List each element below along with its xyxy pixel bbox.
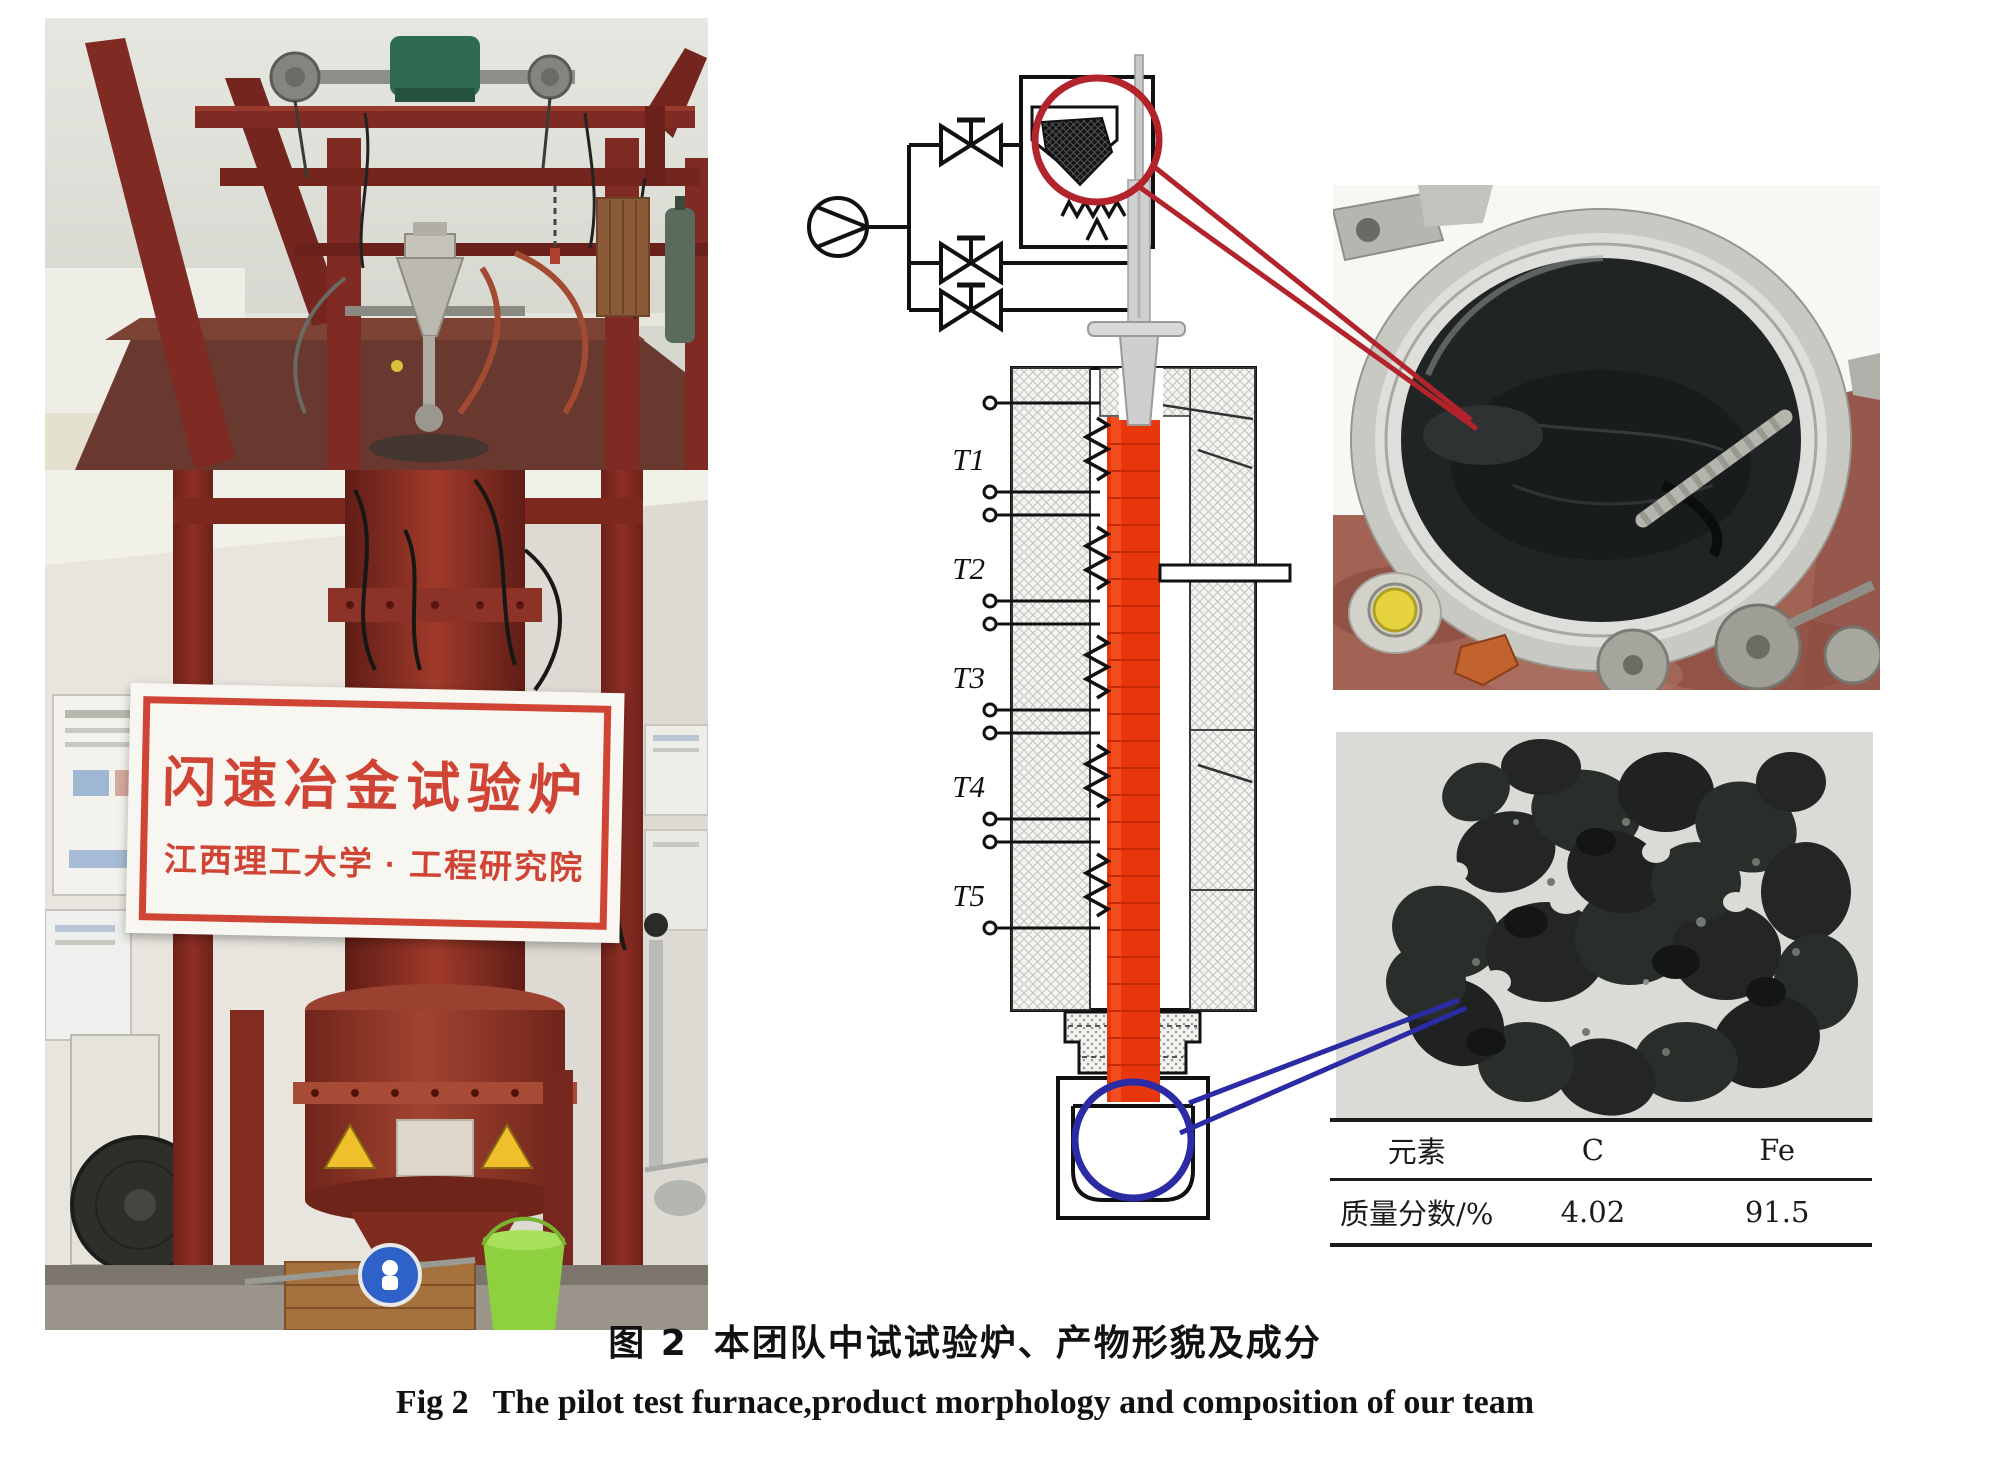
crucible	[1071, 1106, 1195, 1202]
figure-title-en: The pilot test furnace,product morpholog…	[492, 1384, 1535, 1421]
melt-crucible-photo-scene	[1333, 185, 1880, 690]
gas-manifold-lines	[867, 143, 1128, 312]
composition-table: 元素 C Fe 质量分数/% 4.02 91.5	[1330, 1118, 1872, 1247]
temperature-label-t1: T1	[952, 442, 985, 477]
valve-icon	[939, 282, 1003, 333]
furnace-right-wall	[1189, 367, 1256, 1011]
table-row: 质量分数/% 4.02 91.5	[1330, 1181, 1872, 1243]
table-cell-mass-fraction-label: 质量分数/%	[1340, 1197, 1494, 1231]
banner-subtitle: 江西理工大学 · 工程研究院	[163, 840, 585, 886]
warning-triangle-icon	[323, 1123, 377, 1169]
table-header-element: 元素	[1387, 1135, 1446, 1169]
banner-title: 闪速冶金试验炉	[161, 752, 590, 821]
figure-caption-zh: 图 2 本团队中试试验炉、产物形貌及成分	[0, 1314, 1930, 1366]
temperature-label-t4: T4	[952, 769, 985, 804]
feed-cyclone	[395, 257, 465, 337]
photo-product-morphology	[1336, 732, 1873, 1122]
photo-melt-crucible	[1333, 185, 1880, 690]
furnace-left-wall	[1011, 367, 1091, 1011]
photo-pilot-furnace-column: 闪速冶金试验炉 江西理工大学 · 工程研究院	[45, 470, 708, 1330]
gas-cylinder	[665, 208, 695, 343]
figure-number-en: Fig 2	[395, 1384, 469, 1421]
reaction-tube	[1107, 417, 1160, 1102]
temperature-label-t2: T2	[952, 551, 985, 586]
green-bucket	[483, 1240, 565, 1330]
temperature-label-t3: T3	[952, 660, 985, 695]
product-cluster	[1336, 739, 1858, 1116]
figure-number-zh: 图 2	[608, 1323, 688, 1364]
furnace-schematic-diagram: T1 T2 T3 T4 T5	[807, 54, 1292, 1220]
banner-frame: 闪速冶金试验炉 江西理工大学 · 工程研究院	[138, 696, 612, 930]
pump-icon	[807, 196, 869, 258]
furnace-top-photo-scene	[45, 18, 708, 470]
photo-furnace-top-platform	[45, 18, 708, 470]
figure-caption-en: Fig 2 The pilot test furnace,product morp…	[0, 1384, 1930, 1422]
product-photo-scene	[1336, 732, 1873, 1122]
thermocouple-probes	[982, 395, 1100, 936]
valve-icon	[939, 235, 1003, 286]
outlet-pipe	[1158, 563, 1292, 583]
table-header-row: 元素 C Fe	[1330, 1122, 1872, 1181]
warning-triangle-icon	[480, 1123, 534, 1169]
motor	[390, 36, 480, 96]
table-header-c: C	[1581, 1133, 1604, 1167]
table-cell-c-value: 4.02	[1560, 1195, 1626, 1229]
figure-title-zh: 本团队中试试验炉、产物形貌及成分	[713, 1323, 1322, 1364]
screw-feeder-spring	[1060, 198, 1127, 220]
valve-icon	[939, 117, 1003, 168]
temperature-label-t5: T5	[952, 878, 985, 913]
table-header-fe: Fe	[1759, 1133, 1795, 1167]
furnace-banner-sign: 闪速冶金试验炉 江西理工大学 · 工程研究院	[125, 682, 625, 944]
table-cell-fe-value: 91.5	[1744, 1195, 1810, 1229]
yellow-cap-jar	[1372, 587, 1418, 633]
